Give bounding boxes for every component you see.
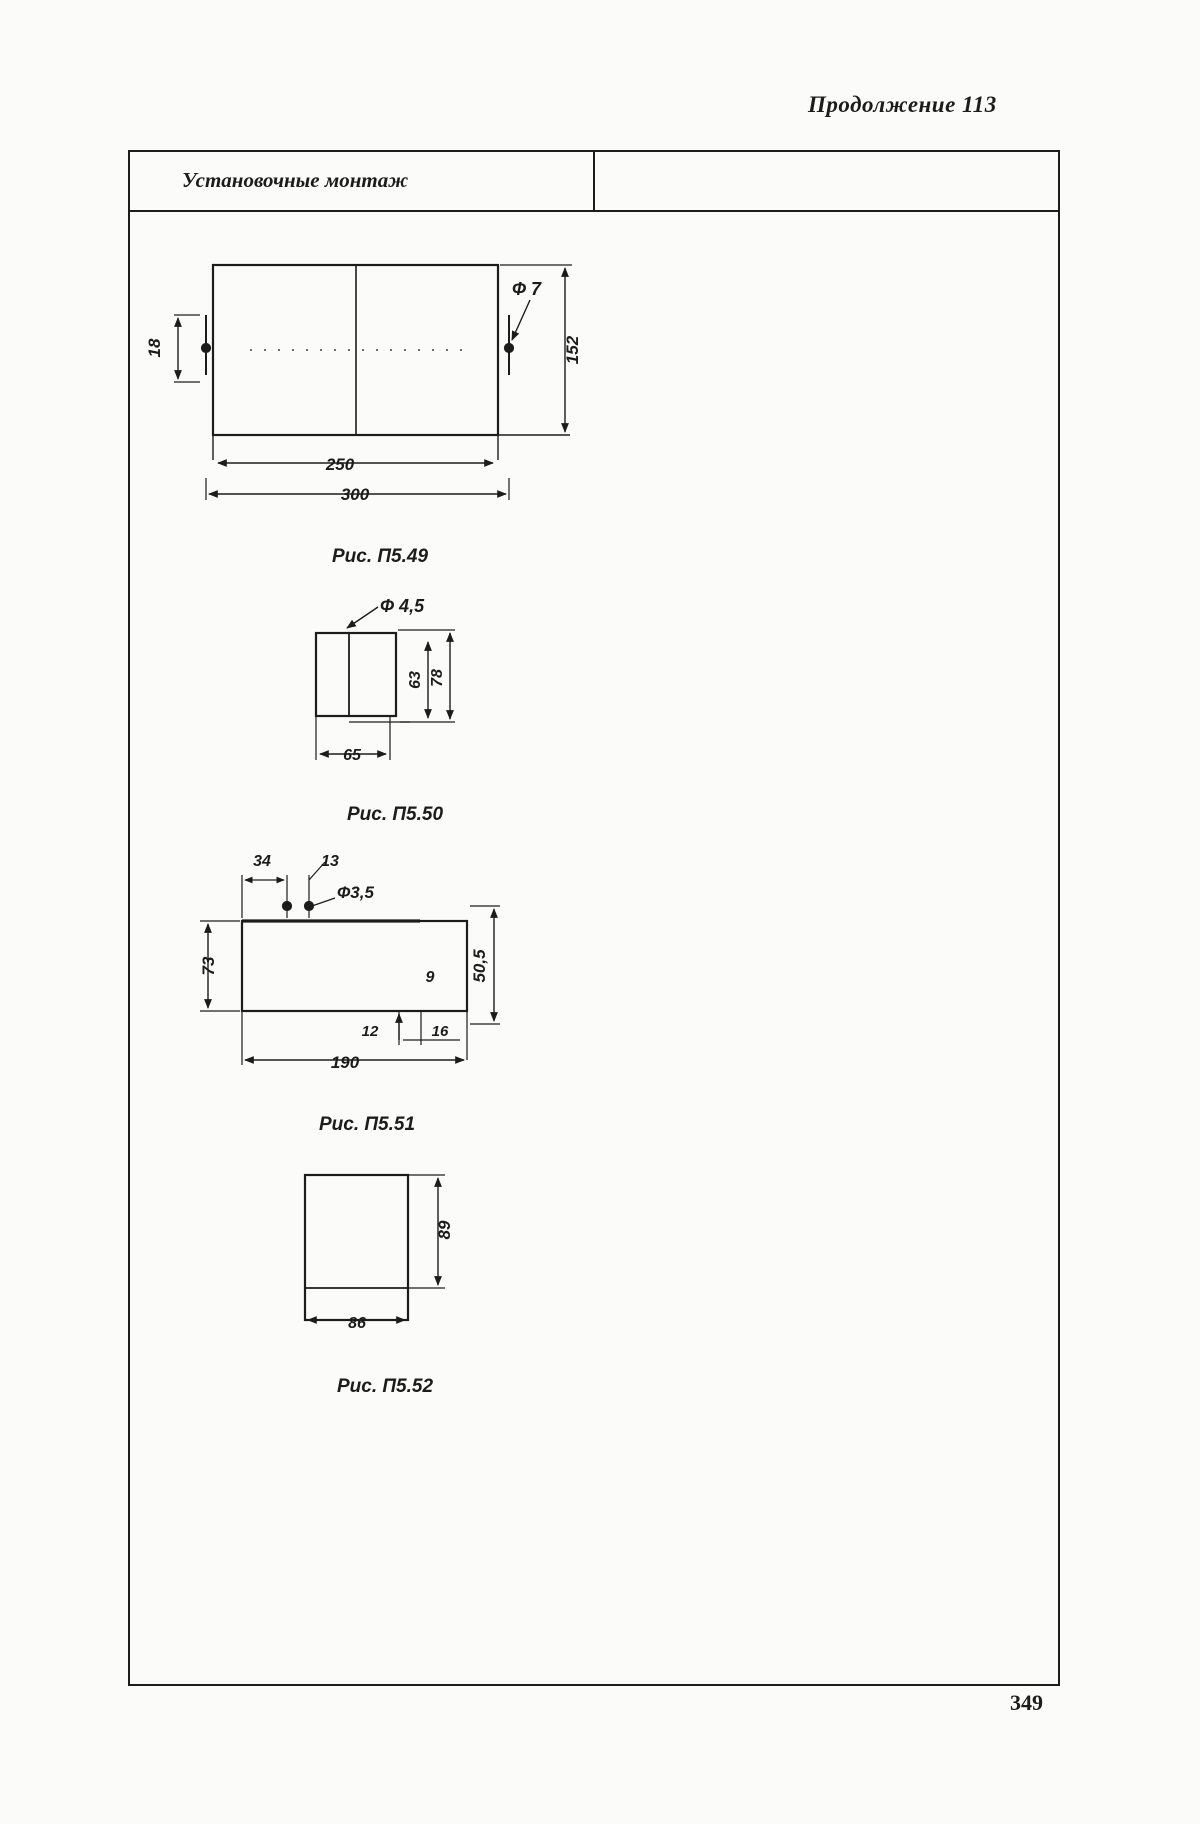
fig4-dim-height: 89	[435, 1220, 454, 1239]
fig3-body	[240, 919, 469, 1013]
fig3-dim-hole: Ф3,5	[337, 883, 374, 902]
fig3-dim-height: 73	[199, 956, 218, 975]
fig3-dim-b: 13	[321, 853, 339, 870]
fig1-dim-left: 18	[145, 338, 164, 357]
fig4-caption: Рис. П5.52	[337, 1376, 433, 1397]
fig2-dim-inner: 63	[407, 671, 424, 689]
column-header-mounting: Установочные монтаж	[130, 152, 595, 210]
fig2-caption: Рис. П5.50	[347, 804, 443, 825]
fig2-dim-outer: 78	[429, 669, 446, 687]
page-number: 349	[1010, 1690, 1043, 1715]
figure-p5-50	[314, 606, 455, 760]
figure-p5-49	[174, 263, 572, 500]
fig4-body	[303, 1173, 410, 1322]
fig3-dim-c: 12	[362, 1023, 379, 1040]
fig2-dim-hole: Ф 4,5	[380, 596, 425, 616]
fig3-caption: Рис. П5.51	[319, 1114, 415, 1135]
fig1-dim-hole: Ф 7	[512, 279, 542, 299]
fig1-dim-outer-width: 300	[341, 485, 370, 504]
column-header-mounting-label: Установочные монтаж	[182, 168, 409, 192]
fig1-dim-inner-width: 250	[325, 455, 355, 474]
fig3-dim-a: 34	[253, 853, 271, 870]
table-frame: Установочные монтаж	[128, 150, 1060, 1686]
fig1-dim-height: 152	[563, 335, 582, 364]
fig3-dim-d: 16	[432, 1023, 449, 1040]
continuation-label: Продолжение 113	[808, 92, 997, 117]
table-header-row: Установочные монтаж	[130, 152, 1058, 212]
fig3-dim-width: 190	[331, 1053, 360, 1072]
fig2-dim-width: 65	[343, 747, 362, 764]
fig3-dim-corner: 9	[426, 969, 435, 986]
fig3-dim-right: 50,5	[470, 949, 489, 983]
figure-p5-52	[303, 1173, 445, 1324]
fig1-caption: Рис. П5.49	[332, 546, 428, 567]
figure-p5-51	[200, 861, 500, 1065]
fig4-dim-width: 86	[348, 1315, 366, 1332]
fig2-body	[314, 631, 398, 718]
